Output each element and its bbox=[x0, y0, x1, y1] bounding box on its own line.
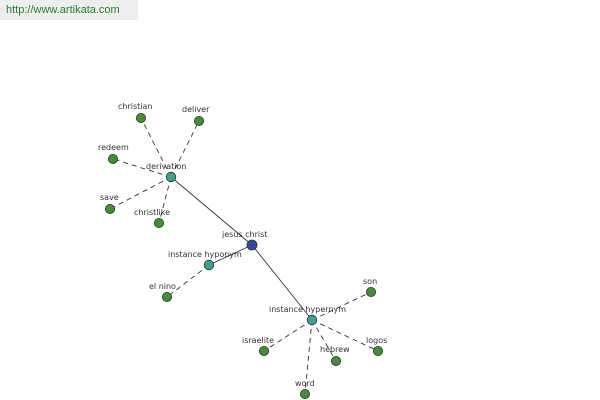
node-son[interactable] bbox=[365, 286, 376, 297]
edge-instance-hypernym-to-israelite bbox=[263, 319, 313, 352]
node-el-nino[interactable] bbox=[161, 291, 172, 302]
node-label-son[interactable]: son bbox=[363, 277, 377, 286]
node-label-instance-hyponym[interactable]: instance hyponym bbox=[168, 250, 242, 259]
edge-derivation-to-christlike bbox=[158, 176, 172, 224]
edge-derivation-to-save bbox=[109, 176, 172, 210]
edge-instance-hypernym-to-son bbox=[311, 291, 372, 321]
edge-derivation-to-deliver bbox=[170, 120, 200, 178]
node-save[interactable] bbox=[105, 203, 116, 214]
node-jesus-christ[interactable] bbox=[246, 239, 258, 251]
node-label-christian[interactable]: christian bbox=[118, 102, 152, 111]
node-label-hebrew[interactable]: hebrew bbox=[320, 345, 350, 354]
node-christlike[interactable] bbox=[153, 217, 164, 228]
edge-instance-hypernym-to-hebrew bbox=[311, 319, 337, 362]
edge-instance-hypernym-to-logos bbox=[311, 319, 379, 352]
graph-labels: jesus christ derivation instance hyponym in… bbox=[98, 102, 387, 388]
node-christian[interactable] bbox=[135, 113, 146, 124]
node-israelite[interactable] bbox=[258, 345, 269, 356]
node-label-save[interactable]: save bbox=[100, 193, 119, 202]
edge-jesus-christ-to-derivation bbox=[170, 176, 253, 246]
node-deliver[interactable] bbox=[193, 116, 204, 127]
node-word[interactable] bbox=[299, 388, 310, 399]
node-derivation[interactable] bbox=[165, 171, 177, 183]
edge-instance-hypernym-to-word bbox=[304, 319, 313, 395]
node-label-israelite[interactable]: israelite bbox=[242, 336, 274, 345]
node-hebrew[interactable] bbox=[330, 355, 341, 366]
node-instance-hypernym[interactable] bbox=[306, 314, 318, 326]
edge-derivation-to-christian bbox=[140, 117, 172, 178]
node-label-redeem[interactable]: redeem bbox=[98, 143, 129, 152]
node-instance-hyponym[interactable] bbox=[203, 259, 215, 271]
edge-instance-hyponym-to-el-nino bbox=[166, 264, 210, 298]
graph-edges bbox=[109, 117, 379, 395]
node-label-derivation[interactable]: derivation bbox=[146, 162, 186, 171]
node-label-christlike[interactable]: christlike bbox=[134, 208, 170, 217]
node-label-jesus-christ[interactable]: jesus christ bbox=[221, 230, 267, 239]
node-redeem[interactable] bbox=[108, 153, 119, 164]
node-logos[interactable] bbox=[372, 345, 383, 356]
edge-jesus-christ-to-instance-hyponym bbox=[208, 244, 253, 266]
graph-nodes bbox=[105, 113, 383, 399]
site-url-link[interactable]: http://www.artikata.com bbox=[6, 4, 120, 16]
edge-jesus-christ-to-instance-hypernym bbox=[251, 244, 313, 321]
node-label-el-nino[interactable]: el nino bbox=[149, 282, 176, 291]
url-banner: http://www.artikata.com bbox=[0, 0, 138, 20]
node-label-deliver[interactable]: deliver bbox=[182, 105, 210, 114]
node-label-logos[interactable]: logos bbox=[366, 336, 387, 345]
node-label-word[interactable]: word bbox=[295, 379, 315, 388]
node-label-instance-hypernym[interactable]: instance hypernym bbox=[269, 305, 346, 314]
edge-derivation-to-redeem bbox=[112, 158, 172, 178]
